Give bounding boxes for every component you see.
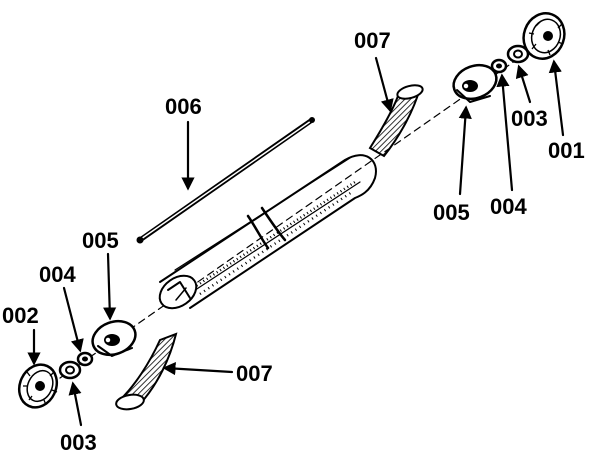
leader-arrows [27,56,565,427]
washer-part-004-top [490,58,508,74]
label-part-002: 002 [2,303,39,328]
label-part-005-bottom: 005 [82,228,119,253]
label-part-003-top: 003 [511,106,548,131]
bracket-part-005-bottom [91,319,137,357]
grip-part-007-top [368,84,424,158]
rod-part-006 [136,117,315,244]
label-part-007-bottom: 007 [236,361,273,386]
label-part-001: 001 [548,138,585,163]
nut-part-003-top [506,44,530,64]
label-part-006: 006 [165,94,202,119]
bracket-part-005-top [452,63,498,103]
label-part-004-bottom: 004 [39,262,76,287]
washer-part-004-bottom [76,351,94,367]
end-cap-part-001 [522,12,566,60]
part-labels: 001 002 003 003 004 004 005 005 006 007 … [2,28,585,455]
label-part-005-top: 005 [433,200,470,225]
label-part-007-top: 007 [354,28,391,53]
end-cap-part-002 [17,363,59,409]
label-part-004-top: 004 [490,194,527,219]
label-part-003-bottom: 003 [60,430,97,455]
nut-part-003-bottom [58,360,82,380]
grip-part-007-bottom [115,332,178,411]
main-tube [158,154,377,310]
